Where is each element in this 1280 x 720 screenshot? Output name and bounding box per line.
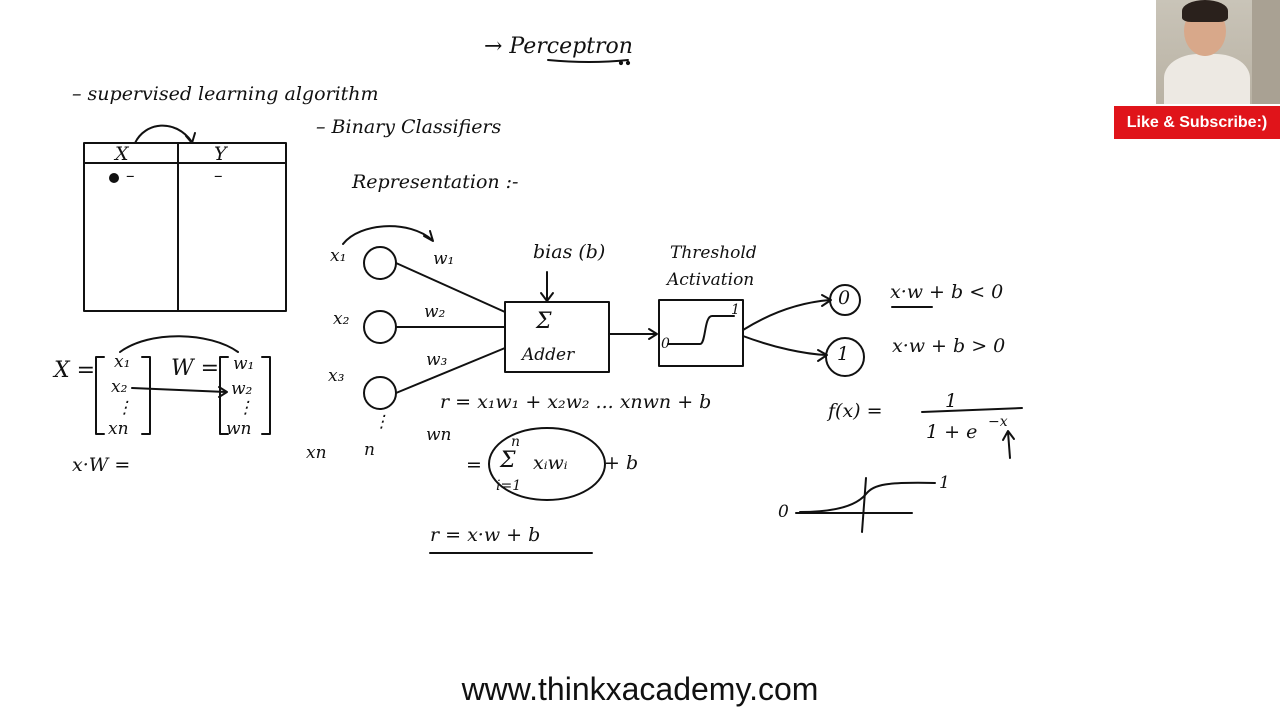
summation-sigma: Σ	[500, 448, 516, 473]
sigmoid-zero-label: 0	[778, 502, 789, 522]
note-supervised: – supervised learning algorithm	[72, 83, 379, 105]
output-arrow-0	[743, 300, 830, 330]
summation-plus-b: + b	[604, 452, 638, 474]
sigmoid-denominator: 1 + e	[926, 421, 977, 443]
vec-x-left-bracket	[96, 357, 104, 434]
input-label-2: x₂	[333, 309, 349, 329]
vec-x-item: xn	[108, 419, 129, 439]
adder-label: Adder	[522, 345, 574, 365]
vec-w-item: w₂	[231, 379, 252, 399]
input-label-n: xn	[306, 443, 327, 463]
dot-product-label: x·W =	[72, 454, 130, 476]
vec-x-label: X =	[54, 358, 95, 383]
webcam-background-shelf	[1252, 0, 1280, 104]
output-arrow-1	[743, 336, 826, 355]
presenter-body	[1164, 54, 1250, 104]
vec-x-right-bracket	[142, 357, 150, 434]
activation-label: Activation	[667, 270, 754, 290]
table-header-y: Y	[214, 143, 227, 165]
summation-lower: i=1	[496, 478, 521, 494]
input-node-1	[364, 247, 396, 279]
input-node-2	[364, 311, 396, 343]
input-node-3	[364, 377, 396, 409]
page-title: → Perceptron	[484, 34, 633, 59]
sigmoid-exponent: −x	[988, 414, 1008, 430]
vec-x-item: x₁	[114, 352, 130, 372]
n-label: n	[364, 440, 375, 460]
summation-body: xᵢwᵢ	[533, 452, 568, 474]
vec-w-label: W =	[171, 356, 219, 381]
webcam-feed	[1156, 0, 1280, 104]
sigmoid-exp-arrow	[1003, 431, 1014, 458]
xy-table-border	[84, 143, 286, 311]
sigmoid-y-axis	[862, 478, 866, 532]
presenter-hair	[1182, 0, 1228, 22]
r-equation: r = x₁w₁ + x₂w₂ ... xnwn + b	[440, 391, 711, 413]
weight-label-3: w₃	[426, 350, 447, 370]
vec-mapping-arrow-top	[120, 336, 238, 352]
xy-mapping-arrow	[135, 126, 192, 143]
edge-1	[396, 263, 505, 312]
sigmoid-numerator: 1	[945, 390, 957, 412]
vec-x-item: ⋮	[116, 398, 133, 418]
output-1-label: 1	[837, 343, 849, 365]
output-0-label: 0	[838, 287, 850, 309]
vec-w-item: w₁	[233, 354, 254, 374]
vec-w-item: ⋮	[237, 398, 254, 418]
weight-label-n: wn	[426, 425, 452, 445]
r-final-equation: r = x·w + b	[430, 524, 540, 546]
bias-label: bias (b)	[533, 241, 605, 263]
table-cell-y: –	[214, 166, 223, 186]
title-dot-1	[619, 61, 622, 64]
title-dot-2	[626, 61, 629, 64]
input-label-1: x₁	[330, 246, 346, 266]
xy-mapping-arrowhead	[186, 133, 195, 143]
input-weight-arrow	[343, 226, 432, 244]
vec-w-right-bracket	[262, 357, 270, 434]
input-dots: ⋮	[373, 412, 390, 432]
step-zero-label: 0	[661, 336, 670, 352]
sigmoid-curve	[800, 483, 935, 512]
website-url[interactable]: www.thinkxacademy.com	[0, 671, 1280, 708]
title-underline	[548, 60, 628, 62]
note-binary: – Binary Classifiers	[316, 116, 501, 138]
step-one-label: 1	[731, 302, 740, 318]
vec-x-item: x₂	[111, 377, 127, 397]
edge-3	[396, 348, 505, 393]
input-label-3: x₃	[328, 366, 344, 386]
sigmoid-one-label: 1	[939, 473, 950, 493]
threshold-label: Threshold	[670, 243, 757, 263]
sigmoid-fraction-bar	[922, 408, 1022, 412]
representation-heading: Representation :-	[352, 171, 518, 193]
condition-0: x·w + b < 0	[890, 281, 1003, 303]
table-header-x: X	[115, 143, 129, 165]
vec-w-item: wn	[226, 419, 252, 439]
summation-equals: =	[466, 454, 482, 476]
step-function-curve	[668, 316, 734, 344]
condition-1: x·w + b > 0	[892, 335, 1005, 357]
like-subscribe-badge[interactable]: Like & Subscribe:)	[1114, 106, 1280, 139]
weight-label-2: w₂	[424, 302, 445, 322]
sigmoid-f-label: f(x) =	[828, 400, 883, 422]
weight-label-1: w₁	[433, 249, 454, 269]
table-dot	[110, 174, 119, 183]
adder-sigma: Σ	[536, 309, 552, 334]
table-cell-x: –	[126, 166, 135, 186]
vec-mapping-arrow-mid	[132, 388, 226, 392]
